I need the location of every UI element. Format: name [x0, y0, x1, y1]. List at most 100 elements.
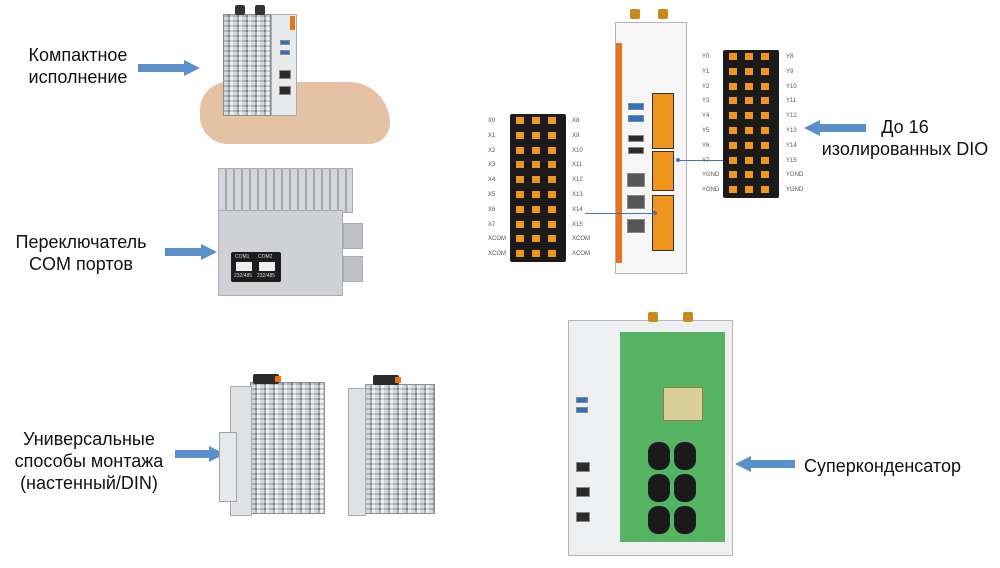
terminal-pin [729, 171, 737, 179]
dip-switch[interactable] [259, 262, 275, 271]
terminal-pin [761, 141, 769, 149]
terminal-pin [729, 156, 737, 164]
usb-port [280, 50, 290, 55]
terminal-pin [548, 176, 556, 184]
terminal-pin [516, 220, 524, 228]
terminal-pin [729, 112, 737, 120]
terminal-pin [729, 53, 737, 60]
terminal-label: Y4 [702, 113, 710, 120]
terminal-pin [761, 67, 769, 75]
terminal-label: Y15 [786, 157, 797, 164]
terminal-label: X6 [488, 206, 496, 213]
switch-label-com1: COM1 [235, 254, 250, 260]
terminal-label: YGND [786, 187, 804, 194]
terminal-pin [548, 161, 556, 169]
dip-switch[interactable] [236, 262, 252, 271]
terminal-label: X9 [572, 132, 580, 139]
terminal-pin [761, 156, 769, 164]
chip [663, 387, 703, 421]
terminal-pin [532, 131, 540, 139]
terminal-label: XCOM [488, 236, 506, 243]
device-front-panel [271, 14, 297, 116]
supercap-label-line1: Суперконденсатор [804, 456, 961, 476]
terminal-label: XCOM [572, 251, 590, 258]
antenna-connector [648, 312, 658, 322]
hdmi-port [628, 135, 644, 142]
terminal-block-y [723, 50, 779, 198]
dio-label: До 16 изолированных DIO [815, 116, 995, 160]
terminal-pin [745, 97, 753, 105]
orange-stripe [616, 43, 622, 263]
mounting-label-line1: Универсальные [23, 429, 155, 449]
terminal-label: X3 [488, 162, 496, 169]
dio-label-line2: изолированных DIO [821, 139, 989, 159]
compact-label-line2: исполнение [28, 67, 128, 87]
antenna-connector [658, 9, 668, 19]
connector [253, 374, 279, 384]
terminal-pin [761, 82, 769, 90]
usb-port [280, 40, 290, 45]
terminal-label: X8 [572, 118, 580, 124]
io-connector [652, 195, 674, 251]
supercapacitor [648, 474, 670, 502]
pcb-board [620, 332, 725, 542]
arrow-right-icon [165, 244, 217, 260]
terminal-label: Y2 [702, 83, 710, 90]
terminal-pin [516, 146, 524, 154]
ethernet-port [279, 86, 291, 95]
orange-tab [275, 376, 281, 382]
terminal-pin [532, 146, 540, 154]
leader-dot [653, 211, 657, 215]
ethernet-port [576, 462, 590, 472]
terminal-label: Y3 [702, 98, 710, 105]
terminal-pin [532, 220, 540, 228]
din-rail-bracket [219, 432, 237, 502]
com-switch-label-line2: COM портов [29, 254, 133, 274]
terminal-pin [761, 97, 769, 105]
terminal-label: X4 [488, 177, 496, 184]
terminal-label: Y10 [786, 83, 797, 90]
terminal-pin [745, 171, 753, 179]
terminal-label: Y12 [786, 113, 797, 120]
connector-block [343, 256, 363, 282]
terminal-pin [548, 117, 556, 124]
antenna-connector [630, 9, 640, 19]
ethernet-port [576, 512, 590, 522]
supercap-device-image [568, 312, 738, 560]
terminal-pin [729, 186, 737, 194]
ethernet-port [576, 487, 590, 497]
terminal-label: Y6 [702, 142, 710, 149]
io-connector [652, 151, 674, 191]
usb-port [576, 397, 588, 403]
terminal-label: Y13 [786, 128, 797, 134]
antenna-connector [255, 5, 265, 15]
terminal-label: X12 [572, 177, 583, 184]
com-switch-image: COM1 COM2 232/485 232/485 [218, 168, 370, 298]
compact-label-line1: Компактное [28, 45, 128, 65]
switch-mode-label: 232/485 [257, 273, 276, 279]
terminal-label: XCOM [572, 236, 590, 243]
heatsink [250, 382, 325, 514]
compact-device-image [195, 0, 395, 150]
terminal-pin [532, 250, 540, 258]
device-side-panel [348, 388, 366, 516]
terminal-pin [745, 141, 753, 149]
compact-label: Компактное исполнение [18, 44, 138, 88]
com-switch-label: Переключатель COM портов [6, 231, 156, 275]
terminal-label: X5 [488, 192, 496, 198]
terminal-label: X2 [488, 147, 496, 154]
terminal-pin [516, 161, 524, 169]
heatsink [365, 384, 435, 514]
arrow-left-icon [804, 120, 866, 136]
terminal-label: Y7 [702, 157, 710, 164]
terminal-pin [532, 191, 540, 198]
ethernet-port [627, 195, 645, 209]
orange-tab [395, 377, 401, 383]
terminal-pin [516, 117, 524, 124]
terminal-pin [532, 161, 540, 169]
terminal-block-x [510, 114, 566, 262]
ethernet-port [279, 70, 291, 79]
terminal-pin [729, 97, 737, 105]
terminal-label: Y8 [786, 54, 794, 60]
arrow-left-icon [735, 456, 795, 472]
